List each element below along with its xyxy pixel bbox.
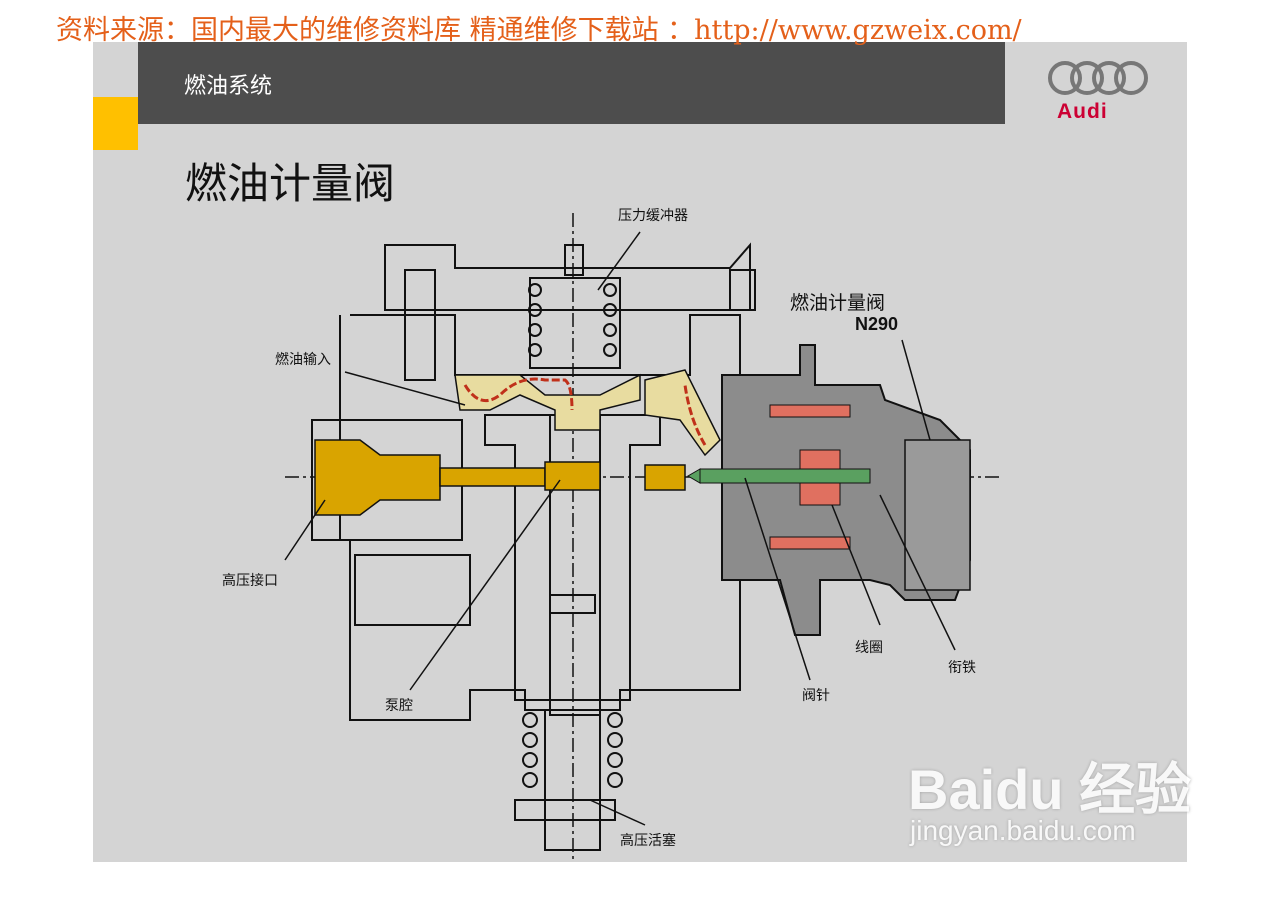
watermark-url: jingyan.baidu.com: [910, 815, 1136, 846]
metering-valve-n290: [687, 344, 971, 636]
damper-spring: [528, 283, 617, 357]
section-title: 燃油系统: [184, 74, 273, 99]
label-metering-valve: 燃油计量阀: [790, 292, 886, 314]
watermark-brand: Baidu 经验: [908, 758, 1192, 821]
source-banner: 资料来源：国内最大的维修资料库 精通维修下载站 ：http://www.gzwe…: [56, 15, 1022, 46]
label-coil: 线圈: [855, 640, 883, 656]
label-pump-chamber: 泵腔: [385, 698, 413, 714]
label-pressure-damper: 压力缓冲器: [618, 208, 688, 224]
audi-logo: Audi: [1045, 60, 1149, 128]
accent-square: [93, 97, 138, 150]
label-armature: 衔铁: [948, 660, 976, 676]
label-fuel-inlet: 燃油输入: [275, 352, 331, 368]
audi-rings-icon: [1048, 61, 1148, 95]
piston-spring: [522, 712, 623, 788]
slide-background: [93, 42, 1187, 862]
logo-text: Audi: [1057, 100, 1108, 123]
label-high-pressure-port: 高压接口: [222, 573, 278, 589]
header-bar: 燃油系统: [138, 42, 1005, 124]
fuel-inlet-passage: [454, 369, 721, 457]
label-valve-needle: 阀针: [802, 688, 830, 704]
leader-lines: [284, 231, 956, 826]
label-n290: N290: [855, 314, 899, 334]
label-high-pressure-piston: 高压活塞: [620, 833, 676, 849]
baidu-watermark: Baidu 经验 jingyan.baidu.com: [908, 715, 1208, 865]
flow-arrows: [463, 377, 707, 446]
high-pressure-fuel: [314, 439, 686, 516]
page-title: 燃油计量阀: [185, 159, 396, 208]
